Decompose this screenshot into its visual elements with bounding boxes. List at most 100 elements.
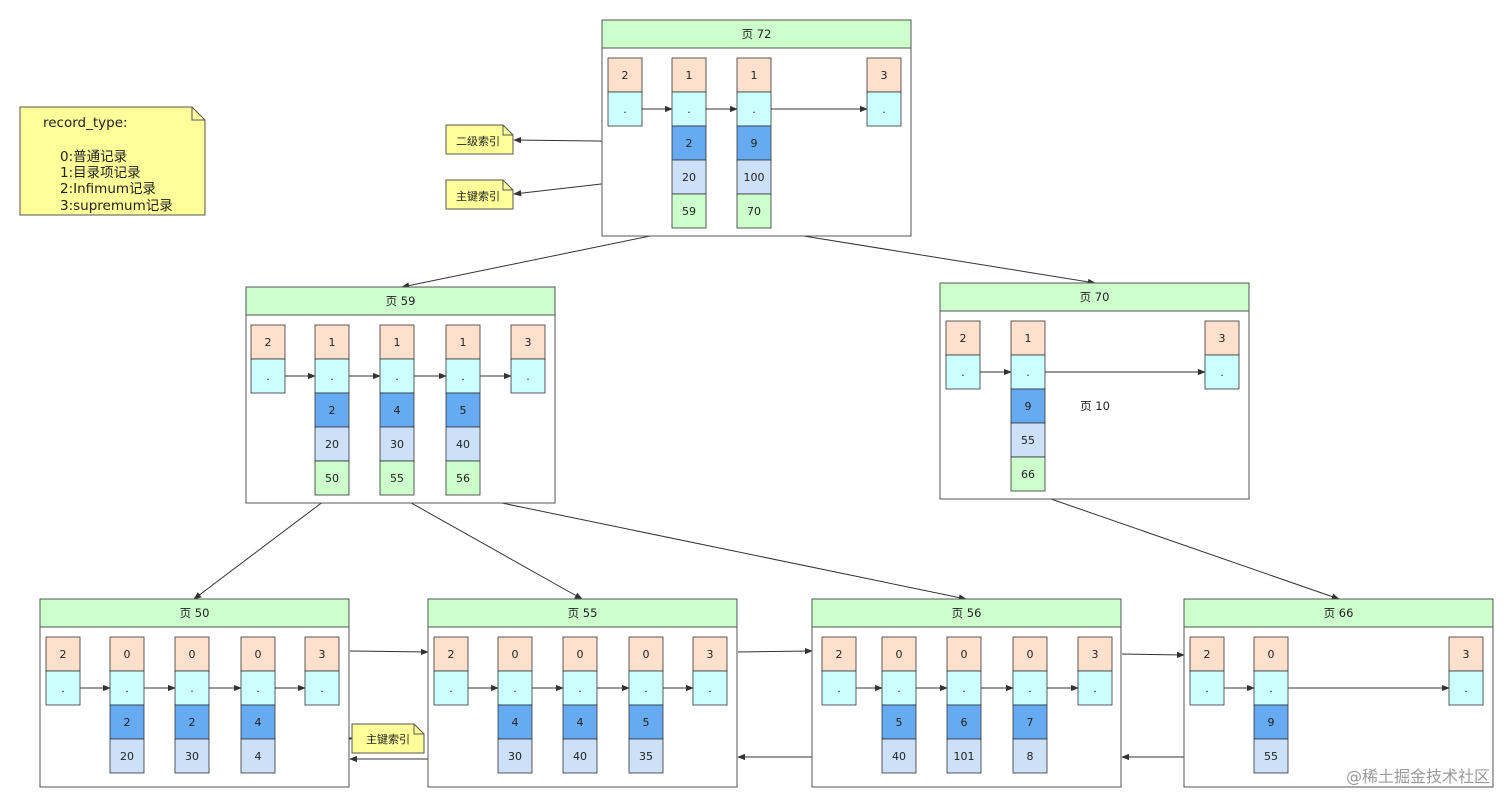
record-1: 2. — [607, 57, 673, 127]
cell-second — [628, 738, 664, 774]
cell-second-value: 30 — [390, 438, 404, 451]
cell-type-value: 0 — [896, 648, 903, 661]
cell-second — [881, 738, 917, 774]
cell-type-value: 2 — [622, 69, 629, 82]
cell-type-value: 0 — [124, 648, 131, 661]
cell-key — [671, 125, 707, 161]
cell-type — [946, 636, 982, 672]
page-extra-label: 页 10 — [1080, 399, 1110, 413]
cell-type-value: 3 — [1092, 648, 1099, 661]
page-frame — [1183, 598, 1494, 788]
cell-next-value: . — [526, 370, 530, 383]
cell-key — [379, 392, 415, 428]
cell-second-value: 40 — [573, 750, 587, 763]
cell-key-value: 4 — [255, 716, 262, 729]
cell-next-value: . — [687, 103, 691, 116]
record-2: 0.430 — [497, 636, 564, 774]
cell-type-value: 0 — [189, 648, 196, 661]
cell-key — [1253, 704, 1289, 740]
cell-next — [45, 670, 81, 706]
cell-type-value: 3 — [525, 336, 532, 349]
primary-key-note-leaf: 主键索引 — [351, 723, 425, 754]
cell-type-value: 2 — [1204, 648, 1211, 661]
cell-second — [1012, 738, 1048, 774]
cell-next — [433, 670, 469, 706]
page-frame — [939, 282, 1250, 500]
cell-key-value: 6 — [961, 716, 968, 729]
cell-pointer — [1010, 456, 1046, 492]
cell-type — [1012, 636, 1048, 672]
cell-second-value: 55 — [1264, 750, 1278, 763]
legend-line-2: 2:Infimum记录 — [60, 181, 156, 197]
cell-next-value: . — [1205, 682, 1209, 695]
cell-pointer-value: 59 — [682, 205, 696, 218]
cell-key — [946, 704, 982, 740]
cell-next-value: . — [962, 682, 966, 695]
watermark: @稀土掘金技术社区 — [1346, 767, 1490, 786]
cell-key-value: 2 — [686, 137, 693, 150]
cell-second-value: 55 — [1021, 434, 1035, 447]
cell-pointer-value: 66 — [1021, 468, 1035, 481]
child-link-72-to-59 — [401, 227, 690, 289]
cell-type — [174, 636, 210, 672]
cell-second — [736, 159, 772, 195]
cell-type — [1189, 636, 1225, 672]
record-4: 3. — [866, 57, 902, 127]
cell-key-value: 5 — [460, 404, 467, 417]
cell-next-value: . — [961, 366, 965, 379]
cell-type — [1253, 636, 1289, 672]
cell-second-value: 8 — [1027, 750, 1034, 763]
cell-next — [109, 670, 145, 706]
cell-next — [1253, 670, 1289, 706]
cell-type-value: 2 — [960, 332, 967, 345]
cell-type — [510, 324, 546, 360]
cell-pointer — [671, 193, 707, 229]
cell-pointer — [314, 460, 350, 496]
link-56-to-66 — [1121, 651, 1185, 659]
child-page-links — [193, 227, 1340, 601]
record-3: 3. — [1448, 636, 1484, 706]
legend-note-shape — [19, 106, 206, 216]
cell-key-value: 9 — [751, 137, 758, 150]
cell-type — [109, 636, 145, 672]
cell-type-value: 3 — [1463, 648, 1470, 661]
cell-next-value: . — [752, 103, 756, 116]
cell-next — [1204, 354, 1240, 390]
child-link-70-to-66 — [1027, 490, 1340, 600]
page-header — [39, 598, 350, 628]
child-link-59-to-55 — [396, 494, 583, 600]
primary-key-label-top: 主键索引 — [456, 189, 500, 203]
legend-line-0: 0:普通记录 — [60, 149, 127, 165]
record-1: 2. — [1189, 636, 1255, 706]
record-5: 3. — [1077, 636, 1113, 706]
cell-second-value: 30 — [508, 750, 522, 763]
cell-next — [946, 670, 982, 706]
cell-next — [1012, 670, 1048, 706]
cell-type — [1077, 636, 1113, 672]
cell-key — [1010, 388, 1046, 424]
cell-next — [304, 670, 340, 706]
cell-type — [497, 636, 533, 672]
legend-line-1: 1:目录项记录 — [60, 165, 141, 181]
primary-key-note-top: 主键索引 — [445, 179, 514, 210]
cell-next — [445, 358, 481, 394]
cell-key — [109, 704, 145, 740]
cell-type — [433, 636, 469, 672]
page-title: 页 59 — [386, 294, 416, 308]
cell-next-value: . — [837, 682, 841, 695]
cell-key-value: 5 — [896, 716, 903, 729]
page-title: 页 66 — [1324, 606, 1354, 620]
leaf-sibling-links — [349, 647, 1185, 763]
cell-next-value: . — [623, 103, 627, 116]
cell-second-value: 100 — [744, 171, 765, 184]
cell-key-value: 5 — [643, 716, 650, 729]
page-header — [939, 282, 1250, 312]
cell-second — [946, 738, 982, 774]
cell-type-value: 3 — [1219, 332, 1226, 345]
